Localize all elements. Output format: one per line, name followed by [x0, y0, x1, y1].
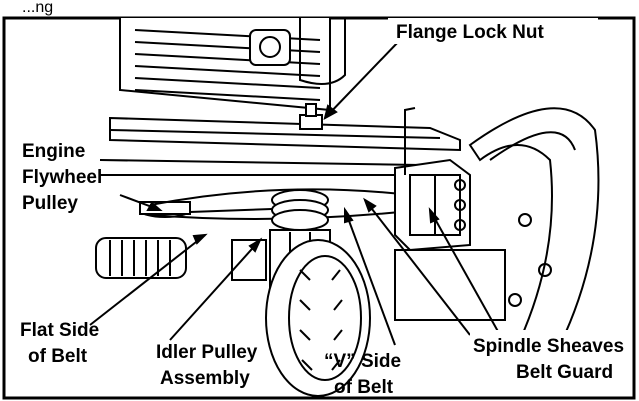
wheel	[265, 239, 371, 397]
flange-label-bg	[388, 18, 598, 44]
leader-v-side	[344, 209, 396, 346]
spring	[95, 237, 187, 279]
leader-belt-guard	[364, 199, 471, 336]
label-flywheel: Flywheel	[22, 167, 102, 188]
engine-block	[119, 18, 346, 112]
label-belt-guard: Belt Guard	[516, 362, 613, 383]
label-flange-lock-nut: Flange Lock Nut	[396, 22, 544, 43]
leader-flat-side	[89, 234, 206, 326]
caption-fragment: ...ng	[22, 0, 53, 16]
spindle-label-bg	[470, 330, 632, 386]
label-pulley: Pulley	[22, 193, 78, 214]
leader-lines	[89, 39, 501, 346]
deck-plate	[99, 116, 461, 176]
label-idler-assembly: Assembly	[160, 368, 250, 389]
callout-labels: Flange Lock Nut Engine Flywheel Pulley F…	[20, 18, 632, 398]
label-v-side: “V” Side	[324, 351, 401, 372]
leader-flange-lock-nut	[324, 39, 401, 119]
label-idler-pulley: Idler Pulley	[156, 342, 258, 363]
leader-idler-pulley	[169, 239, 261, 341]
label-v-of-belt: of Belt	[334, 377, 394, 398]
leader-spindle-sheaves	[429, 209, 501, 336]
label-engine: Engine	[22, 141, 85, 162]
spindle-housing	[394, 107, 471, 252]
label-flat-side: Flat Side	[20, 320, 99, 341]
flange-lock-nut	[299, 103, 323, 130]
label-spindle-sheaves: Spindle Sheaves	[473, 336, 624, 357]
label-flat-of-belt: of Belt	[28, 346, 88, 367]
